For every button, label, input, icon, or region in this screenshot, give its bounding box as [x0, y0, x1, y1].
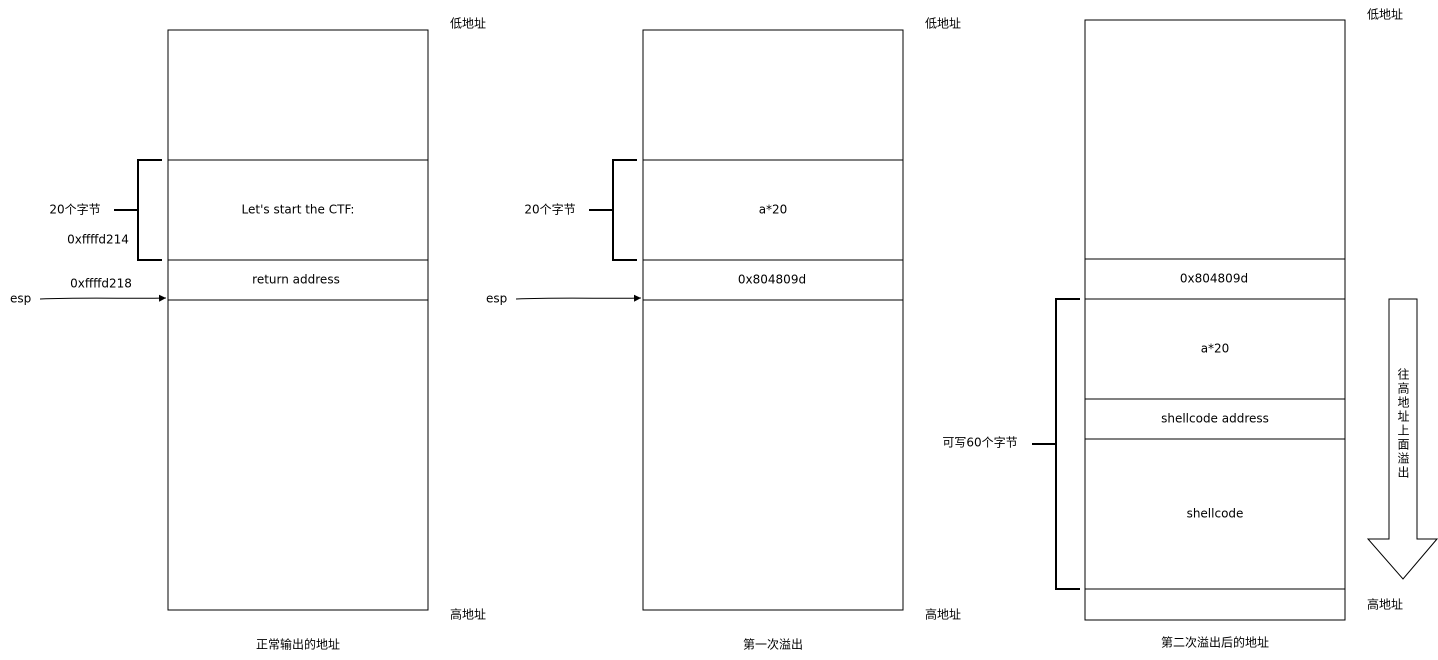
diagram-caption: 第一次溢出 — [743, 638, 803, 652]
byte-count-label: 可写60个字节 — [942, 435, 1017, 450]
shellcode-address-cell-label: shellcode address — [1161, 412, 1269, 426]
buffer-address-label: 0xffffd214 — [67, 233, 129, 247]
byte-range-brace — [1055, 298, 1080, 590]
overflow-direction-arrow — [1366, 298, 1438, 580]
second-overflow-diagram: 0x804809d a*20 shellcode address shellco… — [942, 8, 1438, 650]
byte-count-label: 20个字节 — [49, 202, 100, 217]
padding-cell-label: a*20 — [1201, 342, 1230, 356]
low-address-label: 低地址 — [925, 17, 961, 31]
esp-label: esp — [10, 292, 31, 306]
return-address-cell-label: 0x804809d — [738, 273, 806, 287]
return-address-value-label: 0xffffd218 — [70, 277, 132, 291]
esp-label: esp — [486, 292, 507, 306]
esp-pointer-arrow — [39, 294, 167, 302]
buffer-cell-label: Let's start the CTF: — [242, 203, 355, 217]
first-overflow-diagram: a*20 0x804809d 20个字节 esp 低地址 高地址 第一次溢出 — [486, 17, 961, 652]
high-address-label: 高地址 — [925, 607, 961, 622]
normal-stack-diagram: Let's start the CTF: return address 20个字… — [10, 17, 486, 652]
byte-range-brace — [612, 159, 637, 261]
shellcode-cell-label: shellcode — [1187, 507, 1244, 521]
low-address-label: 低地址 — [1367, 8, 1403, 22]
return-address-cell-label: return address — [252, 273, 340, 287]
low-address-label: 低地址 — [450, 17, 486, 31]
byte-count-label: 20个字节 — [524, 202, 575, 217]
high-address-label: 高地址 — [1367, 597, 1403, 612]
stack-frame — [1084, 19, 1346, 621]
diagram-caption: 正常输出的地址 — [256, 637, 340, 652]
esp-pointer-arrow — [515, 294, 642, 302]
buffer-cell-label: a*20 — [759, 203, 788, 217]
stack-frame — [167, 29, 429, 611]
high-address-label: 高地址 — [450, 607, 486, 622]
overflow-direction-label: 往高地址上面溢出 — [1396, 367, 1410, 480]
stack-frame — [642, 29, 904, 611]
diagram-caption: 第二次溢出后的地址 — [1161, 635, 1269, 650]
return-address-cell-label: 0x804809d — [1180, 272, 1248, 286]
byte-range-brace — [137, 159, 162, 261]
